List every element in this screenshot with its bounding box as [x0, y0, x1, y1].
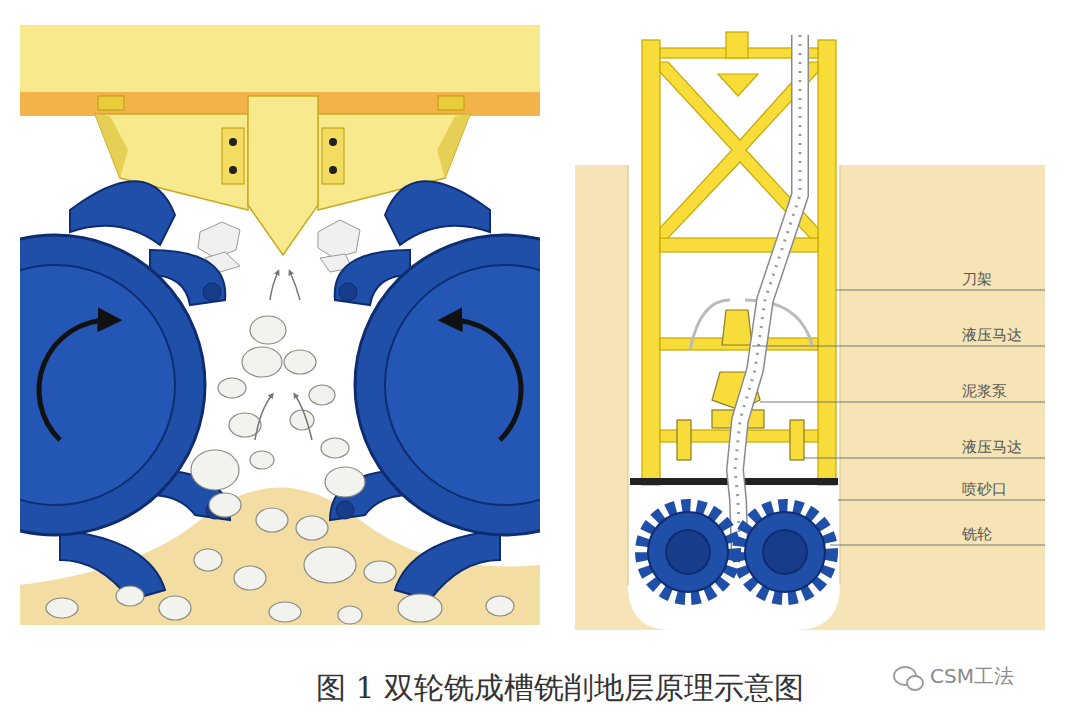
watermark: CSM工法 [930, 664, 1014, 688]
figure-caption: 图 1 双轮铣成槽铣削地层原理示意图 [316, 670, 804, 706]
part-name: 液压马达 [962, 438, 1022, 456]
cutter-wheel [330, 181, 540, 600]
watermark-icon [894, 667, 923, 690]
part-name: 泥浆泵 [962, 382, 1007, 400]
leader-line [752, 290, 1045, 545]
part-name: 喷砂口 [962, 480, 1007, 498]
part-name: 铣轮 [962, 525, 992, 543]
cutter-wheel [642, 506, 831, 598]
part-name: 液压马达 [962, 326, 1022, 344]
cutter-wheel [20, 181, 230, 600]
cutter-closeup [20, 25, 540, 625]
trench-section [575, 32, 1045, 635]
part-name: 刀架 [962, 270, 992, 288]
pebble [46, 316, 514, 624]
